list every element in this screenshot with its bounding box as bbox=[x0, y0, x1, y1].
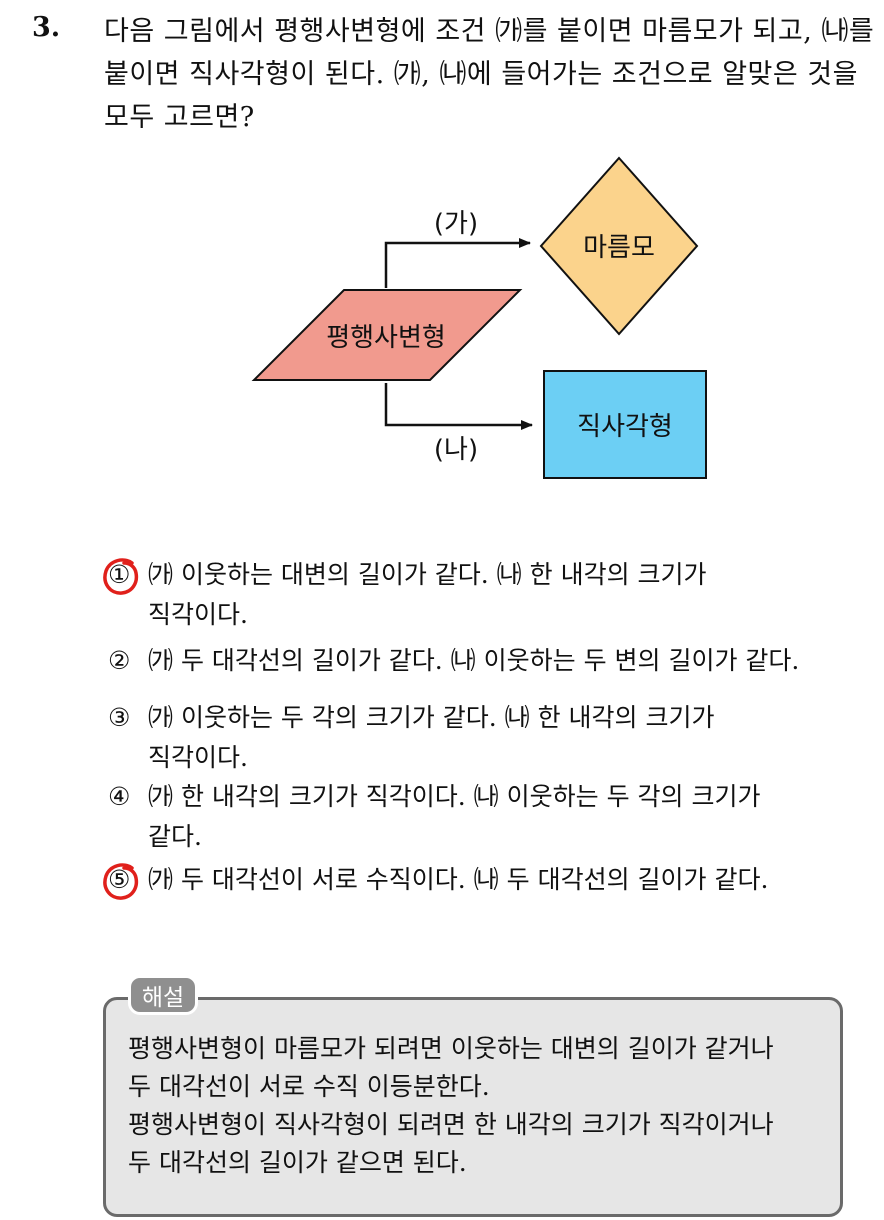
condition-b-label: (나) bbox=[434, 435, 478, 465]
choice-5[interactable]: ⑤ ㈎ 두 대각선이 서로 수직이다. ㈏ 두 대각선의 길이가 같다. bbox=[108, 860, 768, 900]
rhombus-label: 마름모 bbox=[583, 233, 655, 263]
choice-text: ㈎ 이웃하는 두 각의 크기가 같다. ㈏ 한 내각의 크기가 bbox=[148, 703, 715, 732]
solution-text: 평행사변형이 마름모가 되려면 이웃하는 대변의 길이가 같거나 두 대각선이 … bbox=[128, 1030, 838, 1182]
parallelogram-label: 평행사변형 bbox=[326, 323, 446, 353]
choice-text-cont: 같다. bbox=[148, 822, 202, 851]
choice-4[interactable]: ④ ㈎ 한 내각의 크기가 직각이다. ㈏ 이웃하는 두 각의 크기가 같다. bbox=[108, 777, 760, 857]
arrow-to-rhombus bbox=[384, 238, 531, 288]
question-line: 다음 그림에서 평행사변형에 조건 ㈎를 붙이면 마름모가 되고, ㈏를 bbox=[104, 16, 875, 47]
choice-text: ㈎ 두 대각선이 서로 수직이다. ㈏ 두 대각선의 길이가 같다. bbox=[148, 865, 769, 894]
answer-mark-icon bbox=[103, 558, 139, 595]
rhombus-shape bbox=[539, 156, 699, 336]
solution-line: 평행사변형이 마름모가 되려면 이웃하는 대변의 길이가 같거나 bbox=[128, 1034, 774, 1063]
choice-text-cont: 직각이다. bbox=[148, 600, 248, 629]
choice-number: ① bbox=[108, 560, 131, 589]
choice-number: ⑤ bbox=[108, 865, 131, 894]
parallelogram-shape bbox=[251, 289, 523, 381]
choice-text: ㈎ 한 내각의 크기가 직각이다. ㈏ 이웃하는 두 각의 크기가 bbox=[148, 782, 761, 811]
solution-box bbox=[103, 997, 843, 1217]
choice-3[interactable]: ③ ㈎ 이웃하는 두 각의 크기가 같다. ㈏ 한 내각의 크기가 직각이다. bbox=[108, 698, 714, 778]
choice-number: ④ bbox=[108, 782, 131, 811]
rectangle-label: 직사각형 bbox=[577, 412, 673, 442]
choice-number: ② bbox=[108, 646, 131, 675]
quadrilateral-diagram: 평행사변형 마름모 직사각형 (가) (나) bbox=[251, 156, 707, 479]
rectangle-shape bbox=[543, 370, 707, 479]
choice-1[interactable]: ① ㈎ 이웃하는 대변의 길이가 같다. ㈏ 한 내각의 크기가 직각이다. bbox=[108, 555, 707, 635]
choice-text-cont: 직각이다. bbox=[148, 743, 248, 772]
answer-mark-icon bbox=[103, 863, 139, 900]
question-text: 다음 그림에서 평행사변형에 조건 ㈎를 붙이면 마름모가 되고, ㈏를 붙이면… bbox=[104, 10, 874, 139]
question-number: 3. bbox=[32, 12, 61, 43]
question-line: 붙이면 직사각형이 된다. ㈎, ㈏에 들어가는 조건으로 알맞은 것을 bbox=[104, 59, 858, 90]
arrow-to-rectangle bbox=[384, 383, 533, 430]
solution-label: 해설 bbox=[128, 975, 198, 1015]
choice-number: ③ bbox=[108, 703, 131, 732]
choice-2[interactable]: ② ㈎ 두 대각선의 길이가 같다. ㈏ 이웃하는 두 변의 길이가 같다. bbox=[108, 641, 799, 681]
solution-line: 두 대각선이 서로 수직 이등분한다. bbox=[128, 1072, 490, 1101]
choice-text: ㈎ 이웃하는 대변의 길이가 같다. ㈏ 한 내각의 크기가 bbox=[148, 560, 707, 589]
solution-line: 평행사변형이 직사각형이 되려면 한 내각의 크기가 직각이거나 bbox=[128, 1110, 774, 1139]
question-line: 모두 고르면? bbox=[104, 102, 255, 133]
solution-line: 두 대각선의 길이가 같으면 된다. bbox=[128, 1148, 467, 1177]
condition-a-label: (가) bbox=[434, 209, 478, 239]
choice-text: ㈎ 두 대각선의 길이가 같다. ㈏ 이웃하는 두 변의 길이가 같다. bbox=[148, 646, 800, 675]
